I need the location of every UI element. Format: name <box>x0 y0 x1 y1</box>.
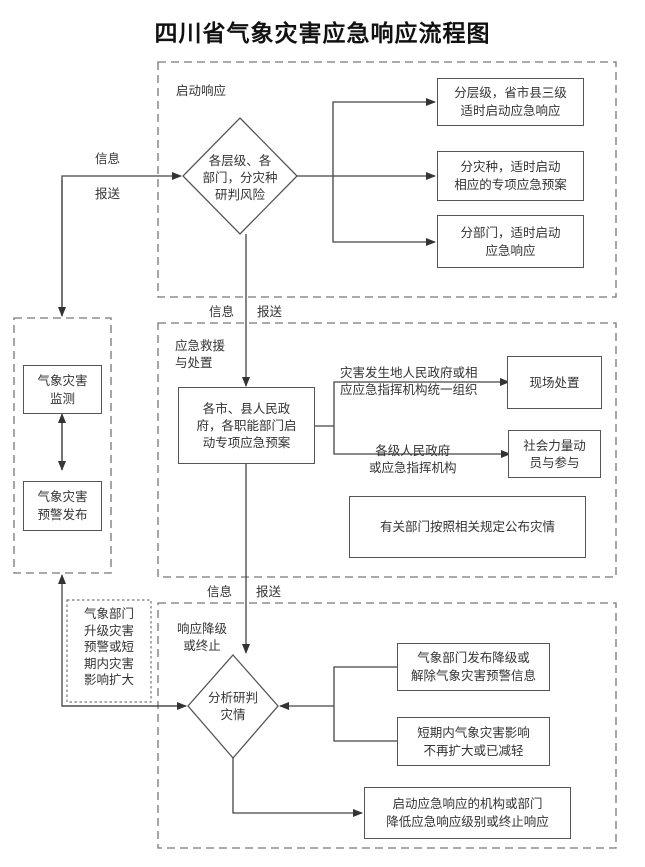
diagram-title: 四川省气象灾害应急响应流程图 <box>154 20 491 47</box>
social-mobilization-box: 社会力量动 员与参与 <box>508 430 601 478</box>
rescue-main-box: 各市、县人民政 府，各职能部门启 动专项应急预案 <box>178 387 315 464</box>
disaster-analysis-text: 分析研判 灾情 <box>207 690 258 722</box>
section-label-downgrade: 响应降级 或终止 <box>177 621 228 653</box>
section-label-start-response: 启动响应 <box>176 83 227 98</box>
risk-assessment-diamond <box>182 117 298 235</box>
connector-risk-to-outcome1 <box>332 98 436 176</box>
connector-rescue-to-onsite <box>333 378 510 426</box>
section-downgrade <box>157 602 617 849</box>
connector-analysis-to-outcome <box>232 758 363 817</box>
report-label-top: 报送 <box>95 186 121 201</box>
info-label-top: 信息 <box>95 151 121 166</box>
connector-monitor-to-risk <box>61 172 182 316</box>
outcome-lower-or-terminate: 启动应急响应的机构或部门 降低应急响应级别或终止响应 <box>364 787 571 839</box>
escalation-note-border <box>66 599 152 703</box>
publish-disaster-box: 有关部门按照相关规定公布灾情 <box>349 496 586 558</box>
info-label-mid: 信息 <box>209 304 235 319</box>
connector-input1 <box>333 666 397 706</box>
escalation-note: 气象部门 升级灾害 预警或短 期内灾害 影响扩大 <box>83 606 134 688</box>
info-label-bottom: 信息 <box>207 584 233 599</box>
outcome-tiered-response: 分层级，省市县三级 适时启动应急响应 <box>437 78 584 126</box>
section-label-rescue: 应急救援 与处置 <box>175 338 226 370</box>
section-monitoring <box>13 317 112 574</box>
branch-label-onsite: 灾害发生地人民政府或相 应应急指挥机构统一组织 <box>340 365 478 397</box>
section-start-response <box>157 61 617 298</box>
connector-risk-to-outcome3 <box>332 176 436 246</box>
connector-rescue-to-social <box>333 426 511 458</box>
input-downgrade-warning: 气象部门发布降级或 解除气象灾害预警信息 <box>397 643 550 691</box>
report-label-mid: 报送 <box>257 304 283 319</box>
connector-input2 <box>333 706 397 742</box>
onsite-handling-box: 现场处置 <box>507 356 602 409</box>
input-impact-reduced: 短期内气象灾害影响 不再扩大或已减轻 <box>397 717 550 766</box>
outcome-department-response: 分部门，适时启动 应急响应 <box>437 215 584 268</box>
section-rescue <box>157 322 617 578</box>
branch-label-social: 各级人民政府 或应急指挥机构 <box>369 443 457 475</box>
risk-assessment-text: 各层级、各 部门，分灾种 研判风险 <box>202 153 278 202</box>
outcome-disaster-type-plan: 分灾种，适时启动 相应的专项应急预案 <box>437 151 584 201</box>
report-label-bottom: 报送 <box>256 584 282 599</box>
monitoring-box: 气象灾害 监测 <box>23 365 102 414</box>
warning-release-box: 气象灾害 预警发布 <box>23 481 102 531</box>
